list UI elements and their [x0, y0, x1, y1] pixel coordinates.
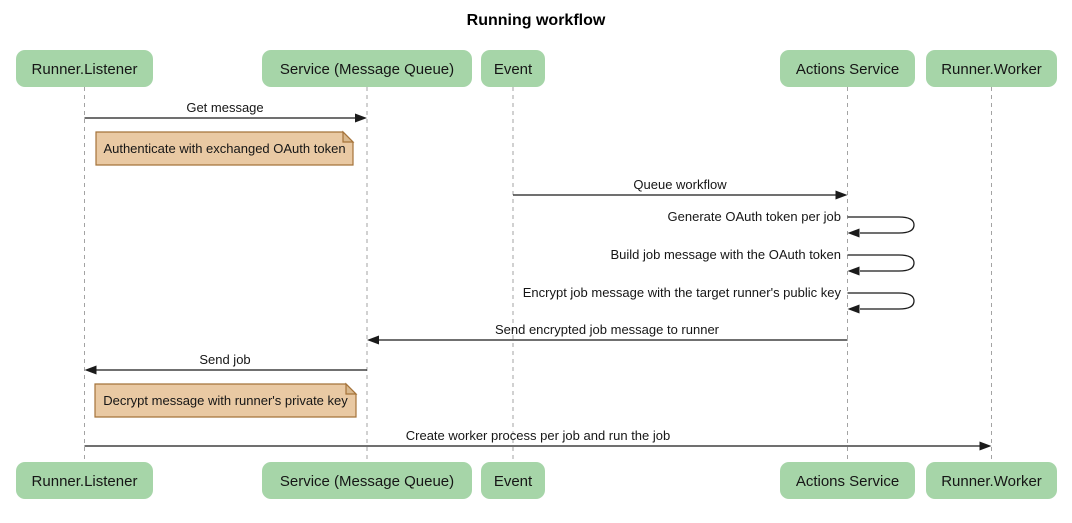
note-decrypt: Decrypt message with runner's private ke… — [94, 382, 358, 418]
arrowhead-left-icon — [847, 266, 860, 276]
actor-label: Service (Message Queue) — [280, 473, 454, 490]
arrowhead-right-icon — [979, 441, 992, 451]
actor-box — [926, 462, 1057, 499]
message-get-message: Get message — [84, 100, 367, 123]
message-label: Generate OAuth token per job — [668, 209, 841, 224]
message-label: Build job message with the OAuth token — [610, 247, 841, 262]
actor-box — [780, 462, 915, 499]
actor-box — [16, 462, 153, 499]
message-label: Send job — [199, 352, 250, 367]
message-label: Get message — [186, 100, 263, 115]
message-label: Queue workflow — [633, 177, 727, 192]
actor-label: Actions Service — [796, 473, 899, 490]
participant-top-actions-service: Actions Service — [780, 50, 915, 87]
message-encrypt-job-message: Encrypt job message with the target runn… — [523, 285, 915, 314]
actor-label: Service (Message Queue) — [280, 61, 454, 78]
actor-label: Actions Service — [796, 61, 899, 78]
actor-label: Event — [494, 473, 533, 490]
participant-bottom-runner-listener: Runner.Listener — [16, 462, 153, 499]
actor-label: Event — [494, 61, 533, 78]
actor-box — [481, 462, 545, 499]
note-fold-icon — [345, 382, 358, 395]
arrowhead-right-icon — [355, 113, 367, 123]
actor-box — [481, 50, 545, 87]
diagram-title: Running workflow — [467, 12, 606, 29]
participant-bottom-service-message-queue: Service (Message Queue) — [262, 462, 472, 499]
actor-label: Runner.Listener — [32, 61, 138, 78]
participant-top-runner-worker: Runner.Worker — [926, 50, 1057, 87]
arrowhead-right-icon — [835, 190, 848, 200]
participant-bottom-event: Event — [481, 462, 545, 499]
message-create-worker-process: Create worker process per job and run th… — [84, 428, 992, 451]
note-label: Decrypt message with runner's private ke… — [103, 393, 348, 408]
message-label: Create worker process per job and run th… — [406, 428, 670, 443]
actor-box — [780, 50, 915, 87]
note-shape — [95, 131, 354, 166]
participant-bottom-runner-worker: Runner.Worker — [926, 462, 1057, 499]
self-loop-line — [847, 254, 915, 272]
actor-label: Runner.Worker — [941, 473, 1042, 490]
actor-box — [926, 50, 1057, 87]
actor-label: Runner.Worker — [941, 61, 1042, 78]
note-fold-icon — [342, 130, 355, 143]
actor-box — [16, 50, 153, 87]
note-authenticate: Authenticate with exchanged OAuth token — [95, 130, 355, 166]
arrowhead-left-icon — [367, 335, 379, 345]
message-send-job: Send job — [84, 352, 367, 375]
actor-box — [262, 50, 472, 87]
message-send-encrypted-job-message: Send encrypted job message to runner — [367, 322, 848, 345]
participant-top-event: Event — [481, 50, 545, 87]
message-label: Send encrypted job message to runner — [495, 322, 720, 337]
message-generate-oauth-token: Generate OAuth token per job — [668, 209, 915, 238]
arrowhead-left-icon — [847, 228, 860, 238]
actor-box — [262, 462, 472, 499]
message-label: Encrypt job message with the target runn… — [523, 285, 842, 300]
actor-label: Runner.Listener — [32, 473, 138, 490]
self-loop-line — [847, 292, 915, 310]
arrowhead-left-icon — [84, 365, 97, 375]
message-build-job-message: Build job message with the OAuth token — [610, 247, 915, 276]
participant-top-service-message-queue: Service (Message Queue) — [262, 50, 472, 87]
message-queue-workflow: Queue workflow — [513, 177, 848, 200]
self-loop-line — [847, 216, 915, 234]
participant-bottom-actions-service: Actions Service — [780, 462, 915, 499]
note-label: Authenticate with exchanged OAuth token — [103, 141, 345, 156]
participant-top-runner-listener: Runner.Listener — [16, 50, 153, 87]
note-shape — [94, 383, 357, 418]
arrowhead-left-icon — [847, 304, 860, 314]
